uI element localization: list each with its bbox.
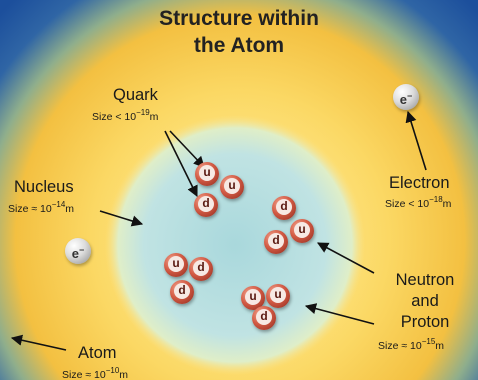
down-quark: d <box>252 306 276 330</box>
quark-arrow-2 <box>164 130 198 198</box>
up-quark: u <box>290 219 314 243</box>
nucleus-region <box>105 115 365 375</box>
and-label: and <box>411 292 439 310</box>
down-quark: d <box>170 280 194 304</box>
proton-label: Proton <box>400 313 450 331</box>
down-quark: d <box>194 193 218 217</box>
nucleus-arrow <box>99 210 144 227</box>
electron-size: Size < 10−18m <box>385 195 452 210</box>
atom-label: Atom <box>78 344 117 362</box>
quark-label: Quark <box>113 86 158 104</box>
atom-size: Size ≈ 10−10m <box>62 366 129 380</box>
electron-particle: e− <box>65 238 91 264</box>
up-quark: u <box>164 253 188 277</box>
quark-arrow-1 <box>169 130 205 168</box>
title-line-1: Structure within <box>159 7 319 30</box>
nucleus-label: Nucleus <box>14 178 74 196</box>
electron-particle: e− <box>393 84 419 110</box>
electron-label: Electron <box>389 174 450 192</box>
neutron-arrow-2 <box>304 303 375 325</box>
neutron-label: Neutron <box>395 271 455 289</box>
quark-size: Size < 10−19m <box>92 108 159 123</box>
up-quark: u <box>266 284 290 308</box>
proton-size: Size ≈ 10−15m <box>378 337 445 352</box>
up-quark: u <box>241 286 265 310</box>
up-quark: u <box>220 175 244 199</box>
atom-arrow <box>10 334 67 351</box>
neutron-proton-label: Neutron and Proton <box>380 270 470 333</box>
electron-arrow <box>405 110 427 171</box>
nucleus-size: Size ≈ 10−14m <box>8 200 75 215</box>
up-quark: u <box>195 162 219 186</box>
down-quark: d <box>264 230 288 254</box>
title-line-2: the Atom <box>193 34 285 57</box>
neutron-arrow-1 <box>317 242 375 274</box>
down-quark: d <box>189 257 213 281</box>
down-quark: d <box>272 196 296 220</box>
